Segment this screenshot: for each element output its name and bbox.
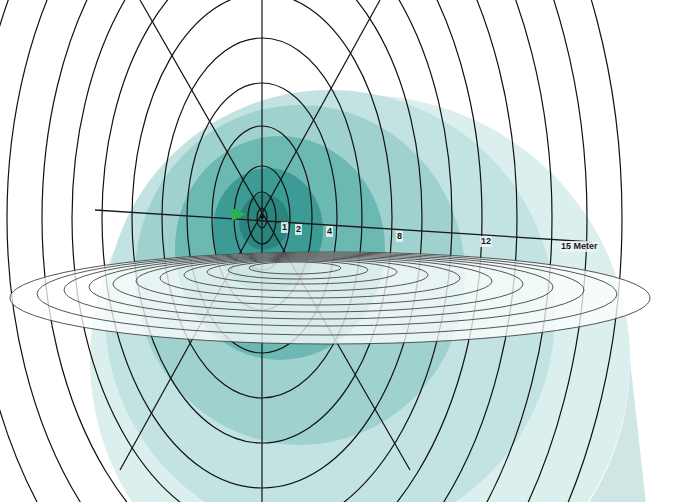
distance-label: 12	[480, 236, 492, 247]
distance-label: 1	[281, 222, 288, 233]
distance-label: 2	[295, 224, 302, 235]
distance-label: 4	[326, 226, 333, 237]
distance-label: 8	[396, 231, 403, 242]
unit-label: 15 Meter	[560, 241, 599, 252]
